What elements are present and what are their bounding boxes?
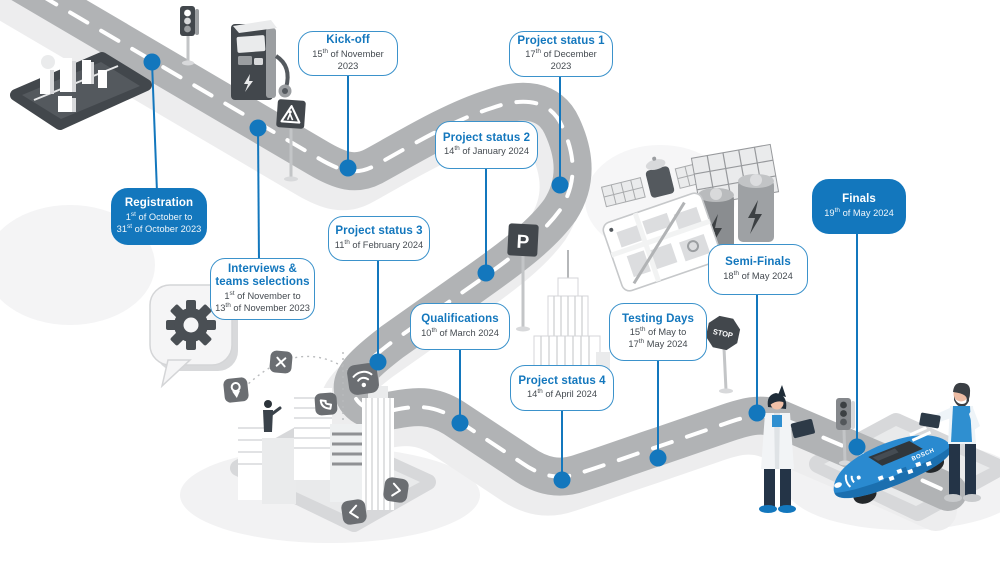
milestone-date: 15th of November 2023 <box>312 47 384 71</box>
milestone-semi-finals: Semi-Finals 18th of May 2024 <box>708 244 808 295</box>
milestone-date: 10th of March 2024 <box>421 326 499 338</box>
milestone-title: Project status 1 <box>517 34 605 47</box>
milestone-date: 19th of May 2024 <box>824 206 894 218</box>
traffic-light-icon <box>180 6 199 66</box>
milestone-qualifications: Qualifications 10th of March 2024 <box>410 303 510 350</box>
milestone-title: Qualifications <box>421 313 499 326</box>
milestone-date: 14th of January 2024 <box>443 145 530 157</box>
parking-sign-label: P <box>516 232 530 254</box>
milestone-title: Registration <box>124 197 194 210</box>
milestone-title: Testing Days <box>622 312 694 325</box>
pedestrian-crossing-sign-icon <box>276 99 306 182</box>
parking-sign-icon: P <box>507 223 539 332</box>
milestone-interviews: Interviews & teams selections 1st of Nov… <box>210 258 315 320</box>
stop-sign-icon: STOP <box>705 315 741 394</box>
milestone-project-status-3: Project status 3 11th of February 2024 <box>328 216 430 261</box>
map-icon <box>269 350 293 374</box>
smartphone-city <box>10 52 152 130</box>
milestone-date: 15th of May to 17th May 2024 <box>628 326 688 350</box>
milestone-date: 1st of October to 31st of October 2023 <box>116 210 202 234</box>
milestone-date: 17th of December 2023 <box>525 48 597 72</box>
male-engineer-illustration <box>919 382 981 502</box>
milestone-testing-days: Testing Days 15th of May to 17th May 202… <box>609 303 707 361</box>
milestone-kickoff: Kick-off 15th of November 2023 <box>298 31 398 76</box>
female-engineer-illustration <box>759 385 815 513</box>
person-on-rooftop <box>263 400 282 432</box>
road-center-line <box>44 0 950 494</box>
chevron-right-icon <box>383 477 409 503</box>
ev-charging-station-icon <box>231 20 292 100</box>
chevron-left-icon <box>341 499 367 525</box>
milestone-finals: Finals 19th of May 2024 <box>812 179 906 234</box>
milestone-title: Kick-off <box>326 34 370 47</box>
phone-icon <box>314 392 338 416</box>
battery-icons <box>698 174 774 258</box>
smart-city-illustration <box>223 350 436 532</box>
milestone-title: Semi-Finals <box>725 256 791 269</box>
milestone-date: 1st of November to 13th of November 2023 <box>215 289 310 313</box>
traffic-light-icon-2 <box>836 398 855 466</box>
milestone-date: 18th of May 2024 <box>723 269 793 281</box>
wifi-icon <box>347 363 379 395</box>
milestone-project-status-4: Project status 4 14th of April 2024 <box>510 365 614 411</box>
milestone-project-status-1: Project status 1 17th of December 2023 <box>509 31 613 77</box>
stop-sign-label: STOP <box>712 327 734 340</box>
milestone-title: Finals <box>842 193 876 206</box>
milestone-project-status-2: Project status 2 14th of January 2024 <box>435 121 538 169</box>
autonomous-race-car: BOSCH <box>833 426 952 504</box>
milestone-title: Interviews & teams selections <box>215 263 310 289</box>
milestone-title: Project status 3 <box>335 225 423 238</box>
milestone-title: Project status 2 <box>442 131 531 144</box>
milestone-title: Project status 4 <box>518 374 606 387</box>
milestone-date: 14th of April 2024 <box>526 388 598 400</box>
milestone-registration: Registration 1st of October to 31st of O… <box>111 188 207 245</box>
city-map-tablet-icon <box>602 192 722 292</box>
milestone-connectors <box>143 53 866 489</box>
milestone-dots <box>143 53 866 489</box>
location-pin-icon <box>223 377 249 403</box>
milestone-date: 11th of February 2024 <box>334 238 424 250</box>
